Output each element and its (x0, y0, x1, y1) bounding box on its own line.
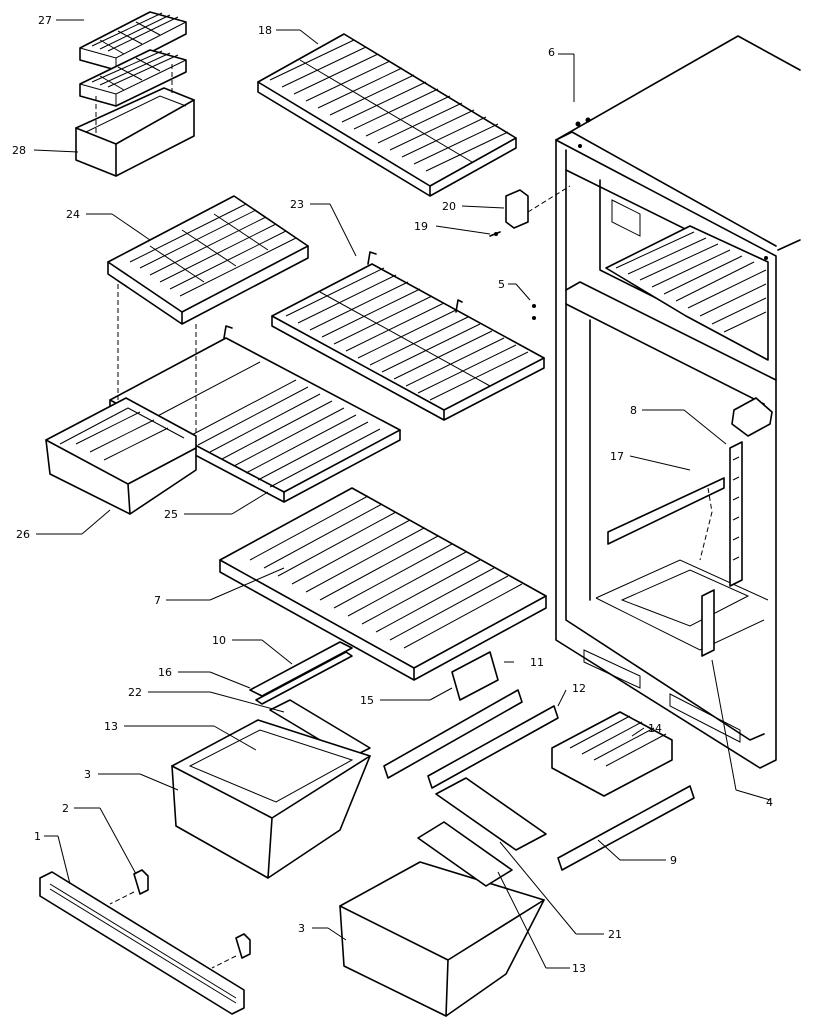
callout-10: 10 (212, 634, 226, 647)
callout-12: 12 (572, 682, 586, 695)
callout-22: 22 (128, 686, 142, 699)
ice-trays (79, 11, 187, 107)
callout-7: 7 (154, 594, 161, 607)
callout-26: 26 (16, 528, 30, 541)
callout-14: 14 (648, 722, 662, 735)
callout-13-upper: 13 (104, 720, 118, 733)
leader-lines (33, 19, 771, 969)
rail-assembly (607, 441, 743, 657)
callout-25: 25 (164, 508, 178, 521)
rails (249, 641, 695, 871)
callout-19: 19 (414, 220, 428, 233)
deli-shelf (107, 195, 309, 325)
crisper-drawer-left (171, 719, 371, 879)
callout-17: 17 (610, 450, 624, 463)
callout-20: 20 (442, 200, 456, 213)
callout-24: 24 (66, 208, 80, 221)
callout-21: 21 (608, 928, 622, 941)
cabinet-liner (555, 35, 801, 769)
freezer-shelf (257, 33, 517, 197)
toe-grille (39, 869, 251, 1015)
callout-27: 27 (38, 14, 52, 27)
callout-numbers: 27 28 18 6 20 19 24 23 5 8 17 26 25 7 10… (12, 14, 773, 975)
callout-9: 9 (670, 854, 677, 867)
glass-shelf (219, 487, 547, 681)
callout-16: 16 (158, 666, 172, 679)
shelf-23 (271, 251, 545, 421)
callout-11: 11 (530, 656, 544, 669)
callout-23: 23 (290, 198, 304, 211)
ice-bin (75, 64, 195, 177)
callout-6: 6 (548, 46, 555, 59)
callout-15: 15 (360, 694, 374, 707)
callout-1: 1 (34, 830, 41, 843)
callout-13-lower: 13 (572, 962, 586, 975)
callout-2: 2 (62, 802, 69, 815)
callout-8: 8 (630, 404, 637, 417)
callout-5: 5 (498, 278, 505, 291)
deli-drawer (45, 397, 197, 515)
callout-18: 18 (258, 24, 272, 37)
callout-3-lower: 3 (298, 922, 305, 935)
callout-3-upper: 3 (84, 768, 91, 781)
callout-4: 4 (766, 796, 773, 809)
callout-28: 28 (12, 144, 26, 157)
crisper-drawer-right (339, 821, 545, 1017)
thermostat-bracket (489, 185, 571, 320)
light-housing (731, 397, 773, 437)
